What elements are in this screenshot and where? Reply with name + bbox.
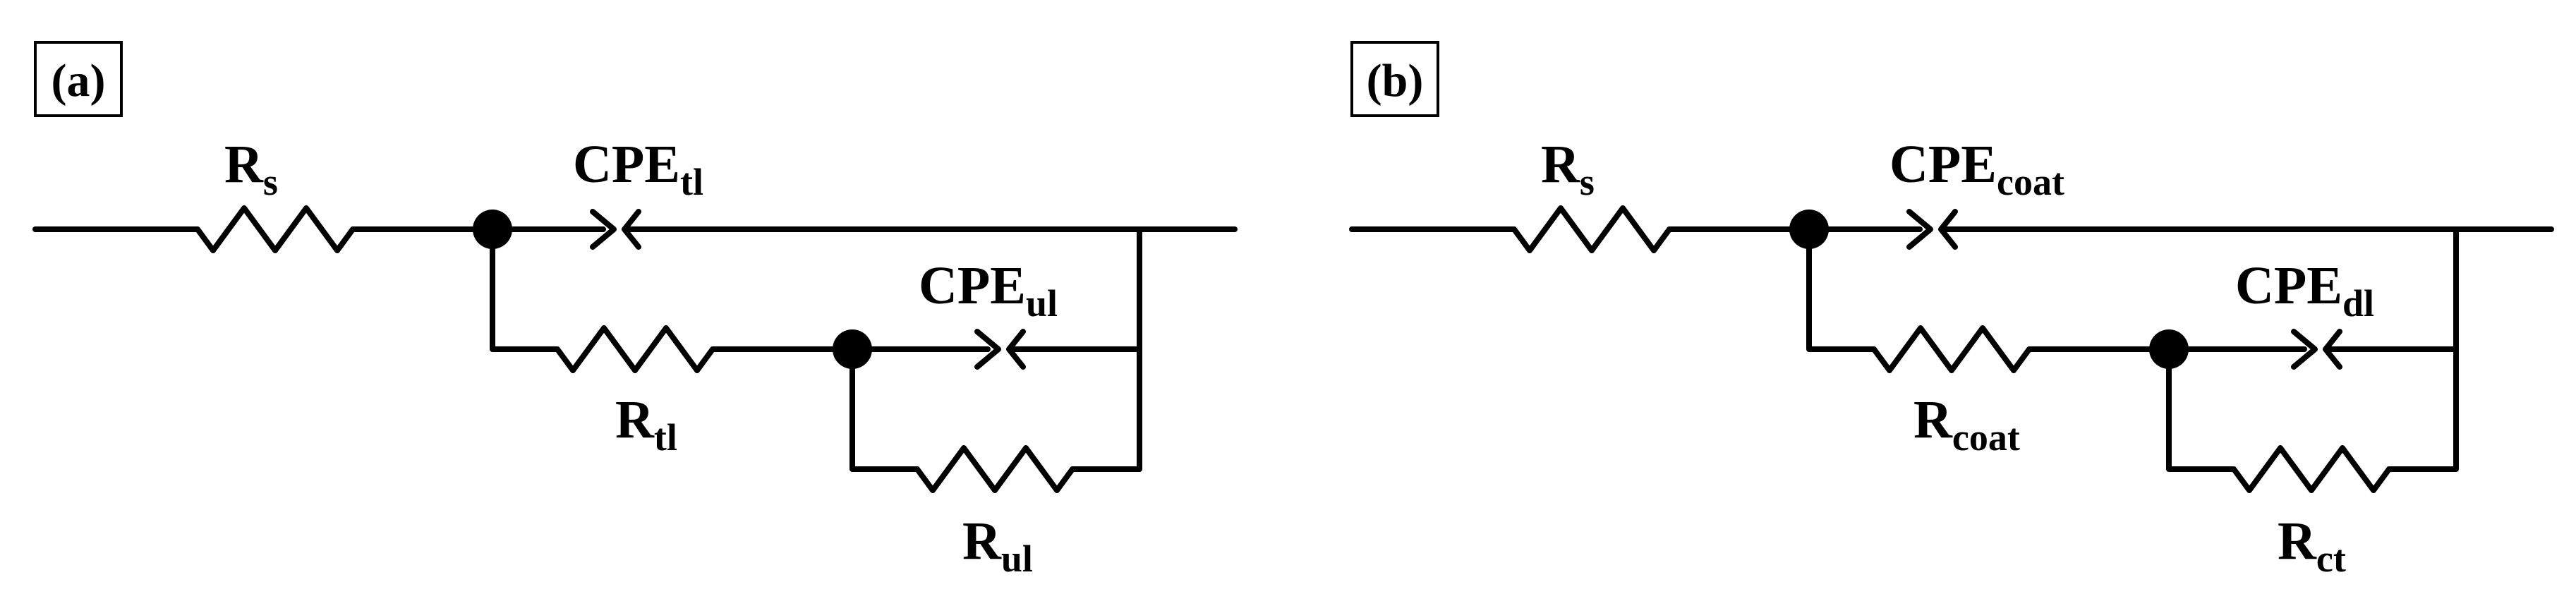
circuit-panel-b: (b) Rs CPEcoat CPEdl Rcoat Rct [1349, 41, 2554, 580]
panel-b-cpe2-symbol [2291, 329, 2342, 370]
panel-b-label-rs: Rs [1541, 135, 1595, 203]
panel-b-label-r2: Rcoat [1913, 390, 2020, 459]
panel-b-label-cpe2: CPEdl [2235, 256, 2374, 325]
panel-a-top-wire [32, 205, 606, 253]
panel-b-tag: (b) [1350, 41, 1439, 117]
panel-a-label-r2: Rtl [615, 390, 677, 459]
circuit-panel-a: (a) Rs CPEtl CPEul Rtl Rul [32, 41, 1238, 580]
panel-b-top-wire [1349, 205, 1923, 253]
panel-a-tag: (a) [34, 41, 123, 117]
panel-a-tag-box [34, 41, 123, 117]
panel-b-label-cpe1: CPEcoat [1889, 135, 2064, 203]
panel-a-label-cpe2: CPEul [919, 256, 1058, 325]
panel-a-branch-wire [490, 226, 855, 373]
panel-a-label-r3: Rul [962, 511, 1033, 580]
panel-b-label-r3: Rct [2278, 511, 2346, 580]
panel-a-cpe2-symbol [974, 329, 1026, 370]
panel-a-cpe1-symbol [590, 209, 641, 250]
panel-b-tag-text: (b) [1367, 55, 1424, 107]
panel-b-branch-wire [1806, 226, 2172, 373]
panel-a-r3-wire [849, 226, 1142, 493]
panel-b-tag-box [1350, 41, 1439, 117]
panel-a-label-rs: Rs [224, 135, 278, 203]
panel-b-r3-wire [2166, 226, 2459, 493]
panel-a-label-cpe1: CPEtl [573, 135, 703, 203]
panel-a-tag-text: (a) [52, 55, 106, 107]
panel-b-cpe1-symbol [1906, 209, 1958, 250]
